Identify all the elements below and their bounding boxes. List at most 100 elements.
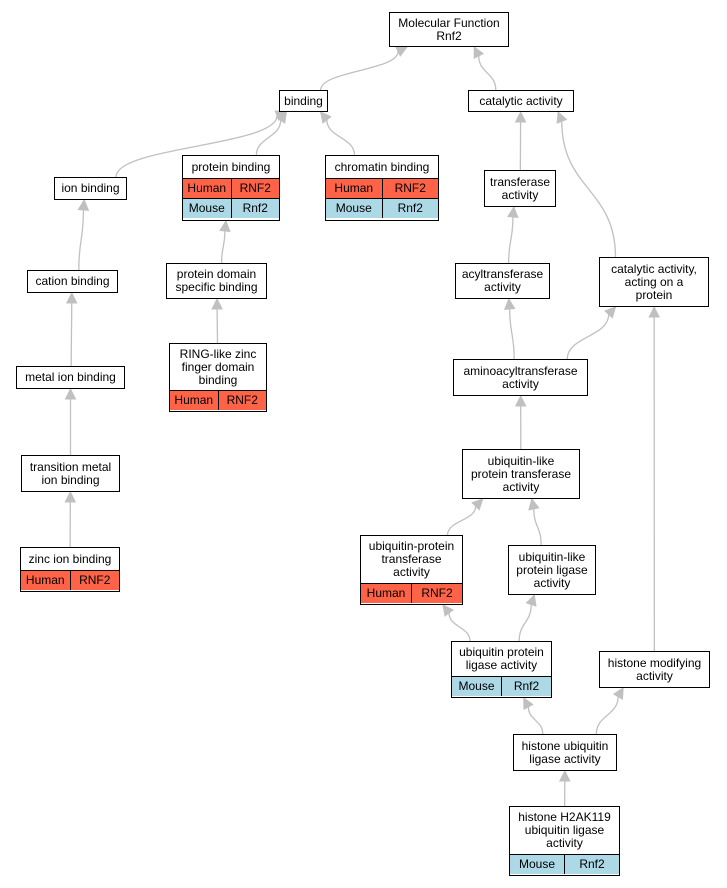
node-molecular-function[interactable]: Molecular Function Rnf2 — [389, 12, 509, 47]
edge-arrowhead — [648, 305, 660, 318]
edge-arrowhead — [604, 306, 617, 319]
node-label-text: Molecular Function Rnf2 — [398, 15, 500, 43]
gene-cell: RNF2 — [230, 179, 280, 198]
node-ubiquitin-like-protein-ligase-activity[interactable]: ubiquitin-like protein ligase activity — [508, 545, 596, 595]
node-label-text: catalytic activity, acting on a protein — [611, 261, 697, 302]
node-label-text: RING-like zinc finger domain binding — [179, 346, 257, 387]
node-histone-modifying-activity[interactable]: histone modifying activity — [599, 651, 710, 688]
edge-line — [255, 120, 282, 156]
node-label: ion binding — [55, 178, 126, 199]
edge-line — [595, 696, 619, 735]
edge-arrowhead — [442, 604, 454, 617]
node-ubiquitin-like-protein-transferase-activity[interactable]: ubiquitin-like protein transferase activ… — [462, 449, 580, 499]
node-transferase-activity[interactable]: transferase activity — [484, 170, 556, 207]
species-gene-row: Human RNF2 — [21, 570, 119, 590]
species-gene-row: Human RNF2 — [326, 178, 438, 198]
edge-line — [566, 314, 610, 360]
edge-arrowhead — [514, 110, 527, 123]
node-ion-binding[interactable]: ion binding — [54, 177, 127, 200]
edge-line — [509, 308, 515, 360]
node-catalytic-activity[interactable]: catalytic activity — [468, 90, 574, 112]
edge-arrowhead — [473, 46, 485, 59]
node-histone-h2ak119-ubiquitin-ligase-activity[interactable]: histone H2AK119 ubiquitin ligase activit… — [509, 806, 620, 876]
species-cell: Mouse — [188, 201, 225, 215]
gene-cell: RNF2 — [381, 179, 439, 198]
edge-arrowhead — [558, 769, 571, 782]
node-label-text: metal ion binding — [25, 370, 116, 384]
edge-line — [561, 121, 617, 258]
edge-arrowhead — [523, 697, 534, 710]
edge-arrowhead — [514, 394, 527, 407]
edge-line — [507, 216, 514, 264]
species-cell: Human — [334, 181, 374, 195]
node-label: protein domain specific binding — [167, 264, 266, 298]
edge-line — [326, 119, 356, 156]
edge-arrowhead — [64, 490, 77, 503]
edge-arrowhead — [64, 387, 77, 400]
node-label: protein binding — [183, 156, 279, 178]
node-label-text: chromatin binding — [334, 159, 430, 174]
edge-arrowhead — [503, 297, 516, 310]
node-label: acyltransferase activity — [456, 264, 549, 298]
node-label: ubiquitin-like protein ligase activity — [509, 546, 595, 594]
node-metal-ion-binding[interactable]: metal ion binding — [16, 366, 125, 389]
node-label-text: protein domain specific binding — [175, 267, 258, 294]
edge-line — [527, 706, 544, 735]
gene-cell: Rnf2 — [564, 855, 619, 874]
gene-cell: RNF2 — [69, 571, 120, 590]
node-label: zinc ion binding — [21, 548, 119, 570]
gene-cell: RNF2 — [217, 391, 267, 410]
node-label-text: aminoacyltransferase activity — [463, 363, 578, 391]
node-label-text: ubiquitin-like protein transferase activ… — [470, 453, 572, 494]
edge-arrowhead — [612, 687, 624, 700]
node-label: binding — [280, 91, 327, 111]
species-cell: Human — [174, 393, 214, 407]
node-label: transition metal ion binding — [22, 456, 119, 491]
edge-arrowhead — [65, 291, 78, 304]
species-cell: Human — [25, 573, 65, 587]
edge-arrowhead — [471, 498, 484, 511]
edge-line — [220, 230, 226, 264]
edge-line — [320, 51, 399, 91]
node-cation-binding[interactable]: cation binding — [27, 270, 118, 293]
node-protein-domain-specific-binding[interactable]: protein domain specific binding — [166, 263, 267, 299]
gene-cell: Rnf2 — [381, 199, 439, 218]
edge-arrowhead — [319, 111, 332, 124]
node-acyltransferase-activity[interactable]: acyltransferase activity — [455, 263, 550, 299]
edge-line — [70, 302, 73, 367]
node-label: histone ubiquitin ligase activity — [514, 735, 616, 770]
node-aminoacyltransferase-activity[interactable]: aminoacyltransferase activity — [453, 359, 588, 396]
edge-arrowhead — [275, 111, 287, 124]
edge-arrowhead — [556, 110, 568, 124]
species-cell: Mouse — [335, 201, 372, 215]
node-label-text: histone modifying activity — [607, 655, 702, 683]
node-label: cation binding — [28, 271, 117, 292]
edge-line — [478, 55, 497, 91]
node-binding[interactable]: binding — [279, 90, 328, 112]
node-catalytic-activity-acting-on-protein[interactable]: catalytic activity, acting on a protein — [599, 257, 709, 307]
edge-arrowhead — [219, 219, 231, 233]
node-transition-metal-ion-binding[interactable]: transition metal ion binding — [21, 455, 120, 492]
node-histone-ubiquitin-ligase-activity[interactable]: histone ubiquitin ligase activity — [513, 734, 617, 771]
node-label: aminoacyltransferase activity — [454, 360, 587, 395]
edge-line — [533, 508, 542, 546]
node-label: chromatin binding — [326, 156, 438, 178]
node-label-text: transition metal ion binding — [29, 459, 112, 487]
edge-line — [115, 115, 278, 178]
species-cell: Mouse — [458, 679, 495, 693]
edge-line — [446, 506, 477, 536]
node-label-text: histone H2AK119 ubiquitin ligase activit… — [518, 810, 611, 850]
edge-arrowhead — [507, 205, 519, 218]
node-label: RING-like zinc finger domain binding — [170, 344, 266, 390]
edge-line — [518, 604, 532, 642]
